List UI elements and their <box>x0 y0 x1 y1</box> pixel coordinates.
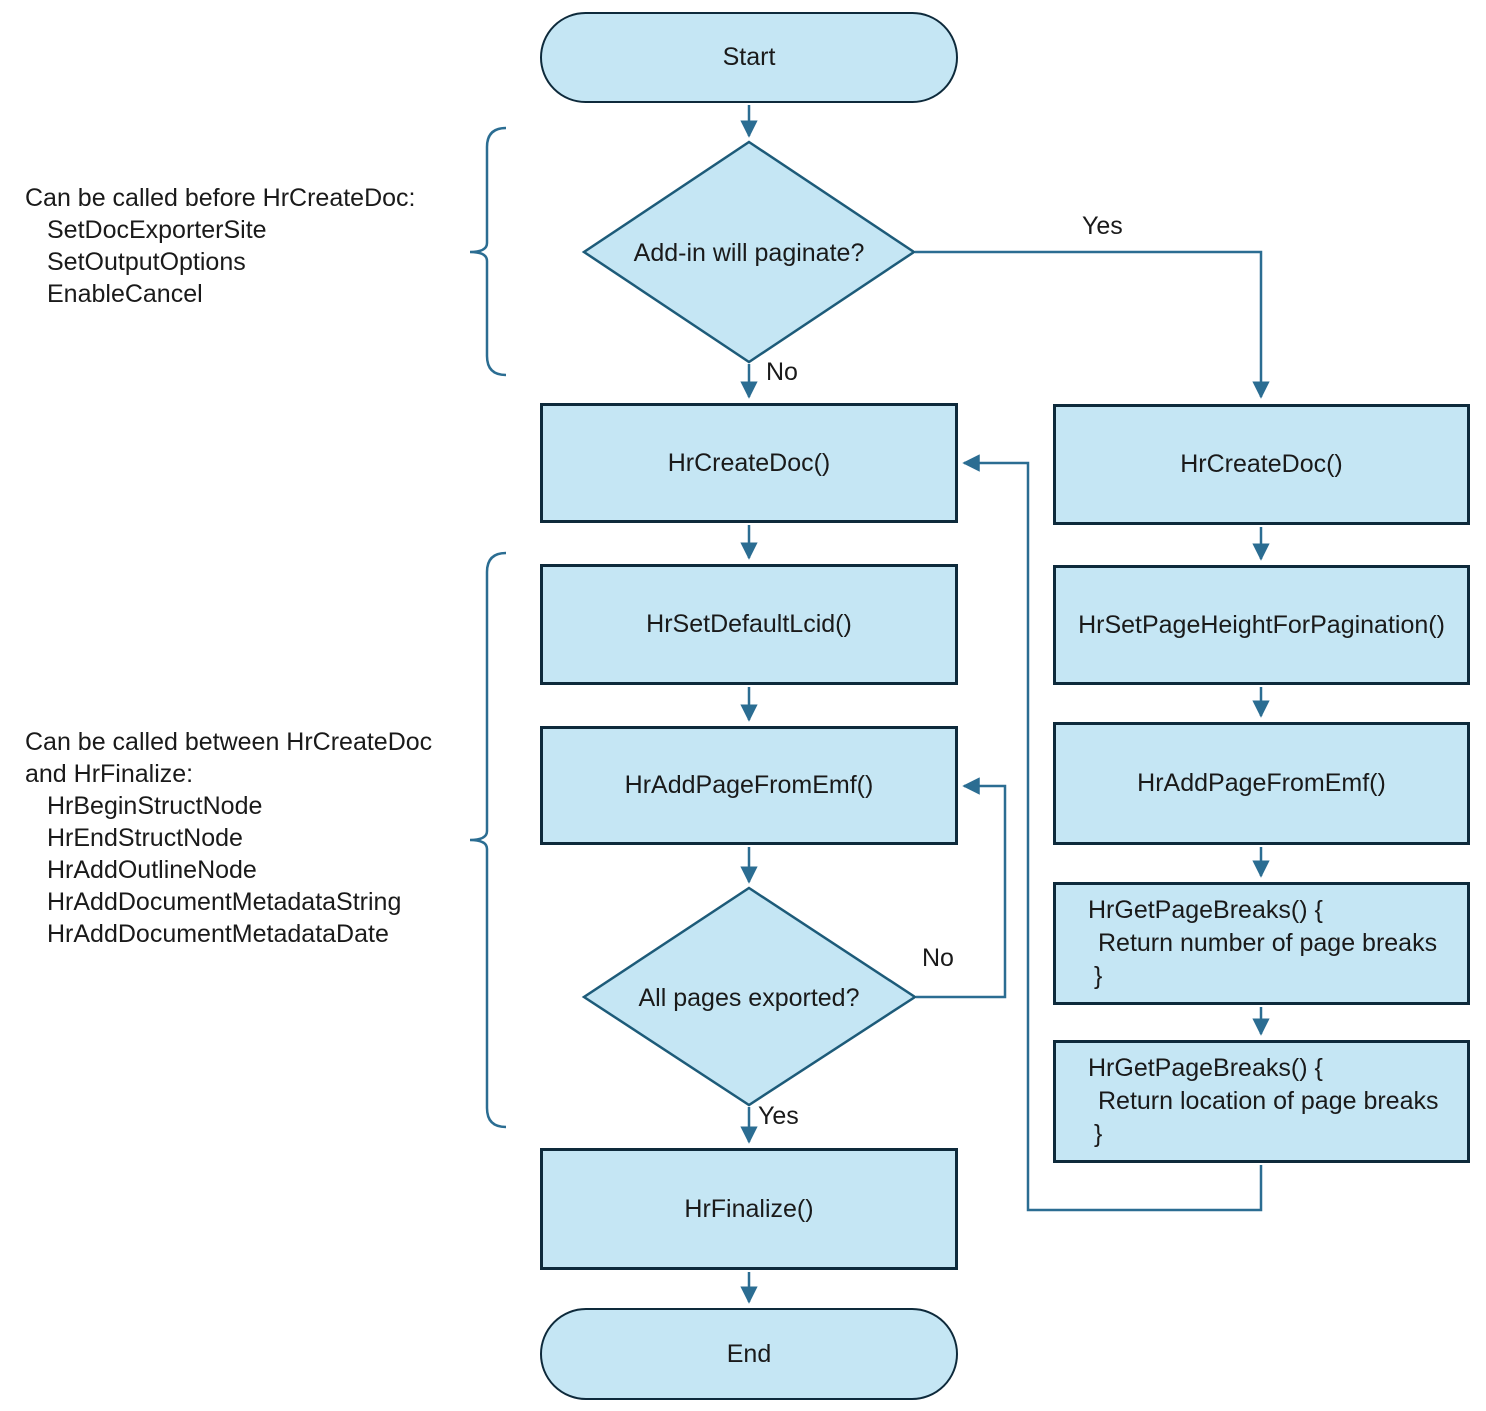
annotation-between-item: HrBeginStructNode <box>47 792 263 820</box>
annotation-before-item: SetOutputOptions <box>47 248 246 276</box>
getpagebreaks-number-line2: Return number of page breaks <box>1098 929 1438 957</box>
process-createdoc-right: HrCreateDoc() <box>1053 404 1470 525</box>
getpagebreaks-location-line3: } <box>1094 1120 1103 1148</box>
edge-label-no-paginate: No <box>766 358 798 386</box>
process-finalize: HrFinalize() <box>540 1148 958 1270</box>
annotation-between-heading: Can be called between HrCreateDoc and Hr… <box>25 728 433 788</box>
decision-paginate-label: Add-in will paginate? <box>633 238 865 267</box>
annotation-between-item: HrEndStructNode <box>47 824 243 852</box>
edge-label-no-all-exported: No <box>922 944 954 972</box>
decision-paginate-shape <box>581 140 917 364</box>
process-set-page-height: HrSetPageHeightForPagination() <box>1053 565 1470 685</box>
decision-all-exported-shape <box>581 886 918 1107</box>
process-createdoc-left: HrCreateDoc() <box>540 403 958 523</box>
brace-between-createdoc-finalize <box>469 551 507 1129</box>
getpagebreaks-number-line1: HrGetPageBreaks() { <box>1088 896 1323 924</box>
edge-breaks-location-to-createdoc-left <box>962 454 1263 1212</box>
annotation-before-item: EnableCancel <box>47 280 203 308</box>
annotation-between-createdoc-finalize: Can be called between HrCreateDoc and Hr… <box>25 726 475 950</box>
process-addpage-left: HrAddPageFromEmf() <box>540 726 958 845</box>
annotation-between-item: HrAddDocumentMetadataString <box>47 888 402 916</box>
process-addpage-right: HrAddPageFromEmf() <box>1053 722 1470 845</box>
annotation-before-createdoc: Can be called before HrCreateDoc: SetDoc… <box>25 182 470 310</box>
end-node: End <box>540 1308 958 1400</box>
brace-before-createdoc <box>469 126 507 377</box>
start-node: Start <box>540 12 958 103</box>
edge-decision2-no-loop-to-addpage-left <box>916 777 1007 999</box>
annotation-between-item: HrAddOutlineNode <box>47 856 257 884</box>
process-getpagebreaks-location: HrGetPageBreaks() { Return location of p… <box>1053 1040 1470 1163</box>
edge-label-yes-paginate: Yes <box>1082 212 1123 240</box>
annotation-between-item: HrAddDocumentMetadataDate <box>47 920 389 948</box>
getpagebreaks-location-line2: Return location of page breaks <box>1098 1087 1439 1115</box>
process-getpagebreaks-number: HrGetPageBreaks() { Return number of pag… <box>1053 882 1470 1005</box>
getpagebreaks-number-line3: } <box>1094 962 1103 990</box>
annotation-before-heading: Can be called before HrCreateDoc: <box>25 184 416 212</box>
decision-all-exported-label: All pages exported? <box>638 983 860 1012</box>
edge-decision-yes-to-createdoc-right <box>915 250 1270 399</box>
process-set-default-lcid: HrSetDefaultLcid() <box>540 564 958 685</box>
getpagebreaks-location-line1: HrGetPageBreaks() { <box>1088 1054 1323 1082</box>
annotation-before-item: SetDocExporterSite <box>47 216 267 244</box>
edge-label-yes-all-exported: Yes <box>758 1102 799 1130</box>
